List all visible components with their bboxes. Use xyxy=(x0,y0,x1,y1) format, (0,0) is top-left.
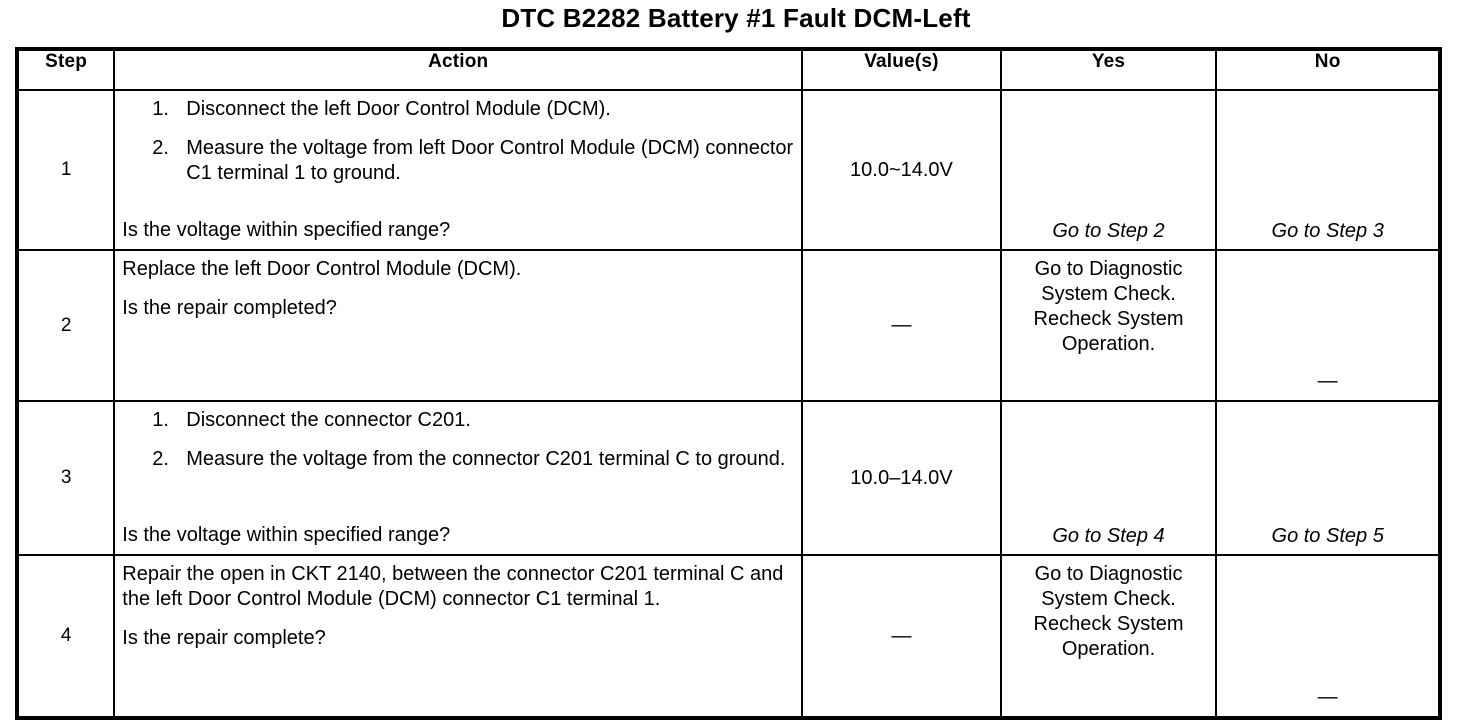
yes-line: Recheck System xyxy=(1033,613,1184,635)
no-cell: Go to Step 3 xyxy=(1215,89,1441,251)
list-item-number: 2. xyxy=(152,448,169,470)
yes-line: Operation. xyxy=(1061,333,1156,355)
yes-cell: Go to Diagnostic System Check. Recheck S… xyxy=(999,249,1218,402)
step-number: 1 xyxy=(15,89,116,251)
no-cell: — xyxy=(1215,249,1441,402)
action-step-list: 1. Disconnect the connector C201. 2. Measu… xyxy=(122,408,793,472)
no-action-text: — xyxy=(1317,370,1338,392)
action-question: Is the repair completed? xyxy=(122,297,337,319)
no-cell: Go to Step 5 xyxy=(1215,400,1441,556)
step-number: 2 xyxy=(15,249,116,402)
column-header-yes: Yes xyxy=(999,48,1218,91)
column-header-step: Step xyxy=(15,48,116,91)
list-item: 2. Measure the voltage from left Door Con… xyxy=(122,136,793,186)
action-cell: 1. Disconnect the left Door Control Modul… xyxy=(113,89,804,251)
table-header: Step Action Value(s) Yes No xyxy=(15,48,1441,91)
column-header-action: Action xyxy=(113,48,804,91)
action-cell: Replace the left Door Control Module (DC… xyxy=(113,249,804,402)
diagnostic-table: Step Action Value(s) Yes No 1 1. Disconne… xyxy=(15,47,1442,720)
list-item-text: Measure the voltage from left Door Contr… xyxy=(186,137,794,184)
list-item: 2. Measure the voltage from the connector… xyxy=(122,447,793,472)
yes-line: Go to Diagnostic xyxy=(1034,563,1183,585)
table-row: 1 1. Disconnect the left Door Control Mod… xyxy=(15,89,1441,251)
value-cell: — xyxy=(801,554,1002,719)
value-cell: — xyxy=(801,249,1002,402)
table-row: 3 1. Disconnect the connector C201. 2. Mea… xyxy=(15,400,1441,556)
document-page: DTC B2282 Battery #1 Fault DCM-Left Step… xyxy=(15,3,1442,720)
yes-cell: Go to Step 4 xyxy=(999,400,1218,556)
list-item-text: Disconnect the left Door Control Module … xyxy=(186,98,611,120)
step-number: 3 xyxy=(15,400,116,556)
list-item-text: Disconnect the connector C201. xyxy=(186,409,471,431)
yes-action-text: Go to Diagnostic System Check. Recheck S… xyxy=(1008,562,1210,662)
yes-line: System Check. xyxy=(1041,588,1176,610)
list-item-number: 1. xyxy=(152,409,169,431)
yes-line: Recheck System xyxy=(1033,308,1184,330)
yes-cell: Go to Diagnostic System Check. Recheck S… xyxy=(999,554,1218,719)
action-question: Is the voltage within specified range? xyxy=(122,524,451,546)
list-item-number: 2. xyxy=(152,137,169,159)
yes-line: Go to Diagnostic xyxy=(1034,258,1183,280)
yes-line: Operation. xyxy=(1061,638,1156,660)
step-number: 4 xyxy=(15,554,116,719)
table-body: 1 1. Disconnect the left Door Control Mod… xyxy=(15,89,1441,719)
action-cell: Repair the open in CKT 2140, between the… xyxy=(113,554,804,719)
yes-action-text: Go to Step 4 xyxy=(1052,525,1165,547)
action-statement: Repair the open in CKT 2140, between the… xyxy=(122,563,784,610)
list-item: 1. Disconnect the left Door Control Modul… xyxy=(122,97,793,122)
action-cell: 1. Disconnect the connector C201. 2. Measu… xyxy=(113,400,804,556)
action-step-list: 1. Disconnect the left Door Control Modul… xyxy=(122,97,793,186)
no-action-text: Go to Step 3 xyxy=(1271,220,1384,242)
action-question: Is the voltage within specified range? xyxy=(122,219,451,241)
value-cell: 10.0–14.0V xyxy=(801,400,1002,556)
action-statement: Replace the left Door Control Module (DC… xyxy=(122,258,522,280)
column-header-values: Value(s) xyxy=(801,48,1002,91)
table-row: 4 Repair the open in CKT 2140, between t… xyxy=(15,554,1441,719)
page-title: DTC B2282 Battery #1 Fault DCM-Left xyxy=(501,3,971,33)
column-header-no: No xyxy=(1215,48,1441,91)
no-action-text: — xyxy=(1317,686,1338,708)
list-item-number: 1. xyxy=(152,98,169,120)
yes-action-text: Go to Diagnostic System Check. Recheck S… xyxy=(1008,257,1210,357)
table-row: 2 Replace the left Door Control Module (… xyxy=(15,249,1441,402)
no-action-text: Go to Step 5 xyxy=(1271,525,1384,547)
yes-line: System Check. xyxy=(1041,283,1176,305)
yes-cell: Go to Step 2 xyxy=(999,89,1218,251)
list-item: 1. Disconnect the connector C201. xyxy=(122,408,793,433)
header-row: Step Action Value(s) Yes No xyxy=(15,48,1441,91)
yes-action-text: Go to Step 2 xyxy=(1052,220,1165,242)
value-cell: 10.0~14.0V xyxy=(801,89,1002,251)
action-question: Is the repair complete? xyxy=(122,627,326,649)
no-cell: — xyxy=(1215,554,1441,719)
list-item-text: Measure the voltage from the connector C… xyxy=(186,448,786,470)
